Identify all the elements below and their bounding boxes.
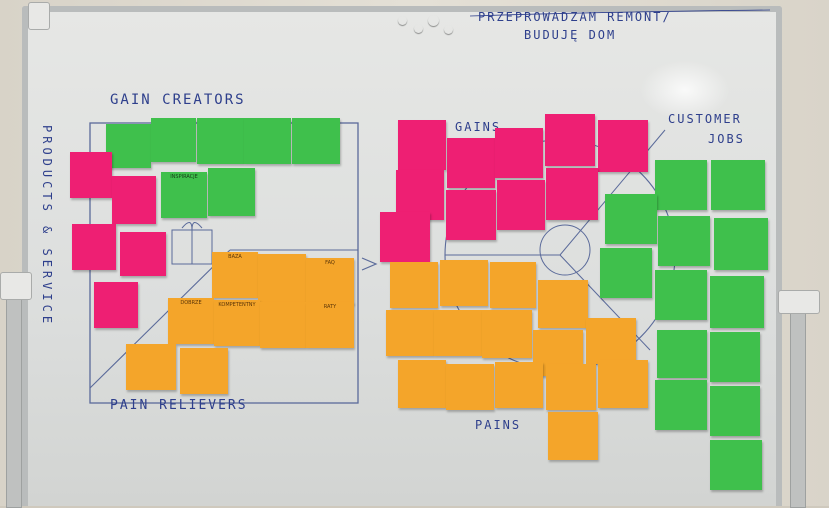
sticky-note	[434, 310, 482, 356]
sticky-note	[710, 332, 760, 382]
sticky-note	[655, 380, 707, 430]
sticky-note	[495, 362, 543, 408]
clamp-left	[0, 272, 32, 300]
note-text: DOBRZE	[180, 300, 202, 306]
sticky-note	[538, 280, 588, 328]
sticky-note	[545, 114, 595, 166]
heading-jobs: JOBS	[708, 132, 745, 146]
sticky-note	[446, 364, 494, 410]
board-title-line-2: BUDUJĘ DOM	[524, 28, 617, 42]
sticky-note	[447, 138, 495, 188]
clamp-right	[778, 290, 820, 314]
heading-customer: CUSTOMER	[668, 112, 742, 126]
sticky-note: BAZA	[212, 252, 258, 298]
sticky-note: KOMPETENTNY	[214, 300, 260, 346]
sticky-note	[655, 160, 707, 210]
heading-products-services: PRODUCTS & SERVICE	[40, 125, 54, 328]
note-text: KOMPETENTNY	[218, 302, 256, 308]
sticky-note	[258, 254, 306, 302]
note-text: FAQ	[325, 260, 335, 266]
sticky-note	[710, 440, 762, 490]
sticky-note	[380, 212, 430, 262]
sticky-note	[180, 348, 228, 394]
sticky-note	[482, 310, 532, 358]
heading-pain-relievers: PAIN RELIEVERS	[110, 398, 248, 413]
sticky-note	[495, 128, 543, 178]
sticky-note	[292, 118, 340, 164]
sticky-note	[546, 168, 598, 220]
sticky-note	[398, 120, 446, 170]
sticky-note	[546, 364, 596, 410]
sticky-note: INSPIRACJE	[161, 172, 207, 218]
sticky-note	[598, 120, 648, 172]
sticky-note	[548, 412, 598, 460]
sticky-note	[490, 262, 536, 308]
sticky-note	[658, 216, 710, 266]
sticky-note	[398, 360, 446, 408]
sticky-note	[598, 360, 648, 408]
sticky-note	[72, 224, 116, 270]
sticky-note	[112, 176, 156, 224]
sticky-note	[106, 124, 151, 168]
sticky-note	[440, 260, 488, 306]
sticky-note	[586, 318, 636, 364]
sticky-note	[710, 386, 760, 436]
sticky-note	[390, 262, 438, 308]
sticky-note: FAQ	[306, 258, 354, 304]
clamp-top-left	[28, 2, 50, 30]
sticky-note	[386, 310, 434, 356]
sticky-note	[605, 194, 657, 244]
board-title-line-1: PRZEPROWADZAM REMONT/	[478, 10, 672, 24]
sticky-note	[197, 118, 244, 164]
board-glare	[640, 60, 730, 120]
note-text: RATY	[323, 304, 337, 310]
sticky-note	[600, 248, 652, 298]
sticky-note	[120, 232, 166, 276]
sticky-note: RATY	[306, 302, 354, 348]
note-text: INSPIRACJE	[170, 174, 198, 180]
sticky-note	[711, 160, 765, 210]
sticky-note: DOBRZE	[168, 298, 214, 344]
heading-gains: GAINS	[455, 120, 502, 134]
sticky-note	[151, 118, 196, 162]
heading-pains: PAINS	[475, 418, 522, 432]
sticky-note	[446, 190, 496, 240]
sticky-note	[70, 152, 112, 198]
note-text: BAZA	[228, 254, 242, 260]
heading-gain-creators: GAIN CREATORS	[110, 92, 246, 108]
sticky-note	[714, 218, 768, 270]
sticky-note	[126, 344, 176, 390]
sticky-note	[396, 170, 444, 220]
sticky-note	[710, 276, 764, 328]
sticky-note	[244, 118, 291, 164]
sticky-note	[655, 270, 707, 320]
sticky-note	[497, 180, 545, 230]
sticky-note	[260, 302, 306, 348]
sticky-note	[208, 168, 255, 216]
sticky-note	[94, 282, 138, 328]
sticky-note	[657, 330, 707, 378]
